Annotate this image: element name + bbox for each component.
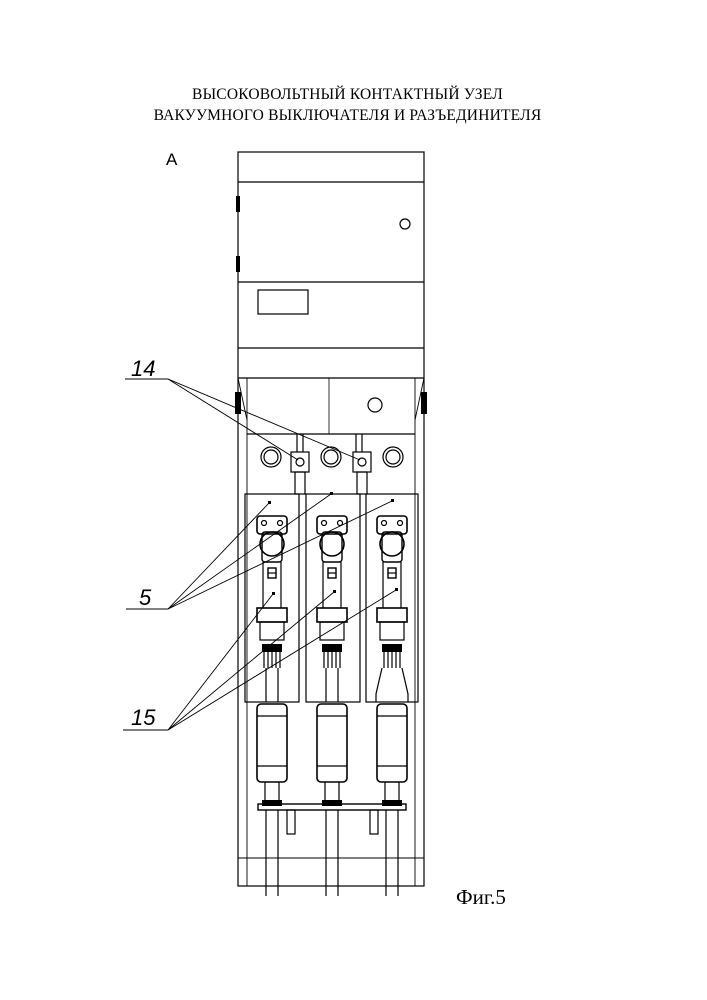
indicator-circle <box>368 398 382 412</box>
callout-leaders <box>123 379 396 730</box>
upper-compartment <box>235 196 427 420</box>
bushing-row <box>261 434 403 494</box>
hinge-top-left <box>236 196 240 212</box>
bottom-crossbar <box>258 800 406 896</box>
hinge-bottom-left <box>236 256 240 272</box>
door-lock-circle <box>400 219 410 229</box>
pole-3 <box>376 516 408 804</box>
pole-2 <box>317 516 347 804</box>
cabinet-frame <box>238 152 424 886</box>
nameplate-window <box>258 290 308 314</box>
